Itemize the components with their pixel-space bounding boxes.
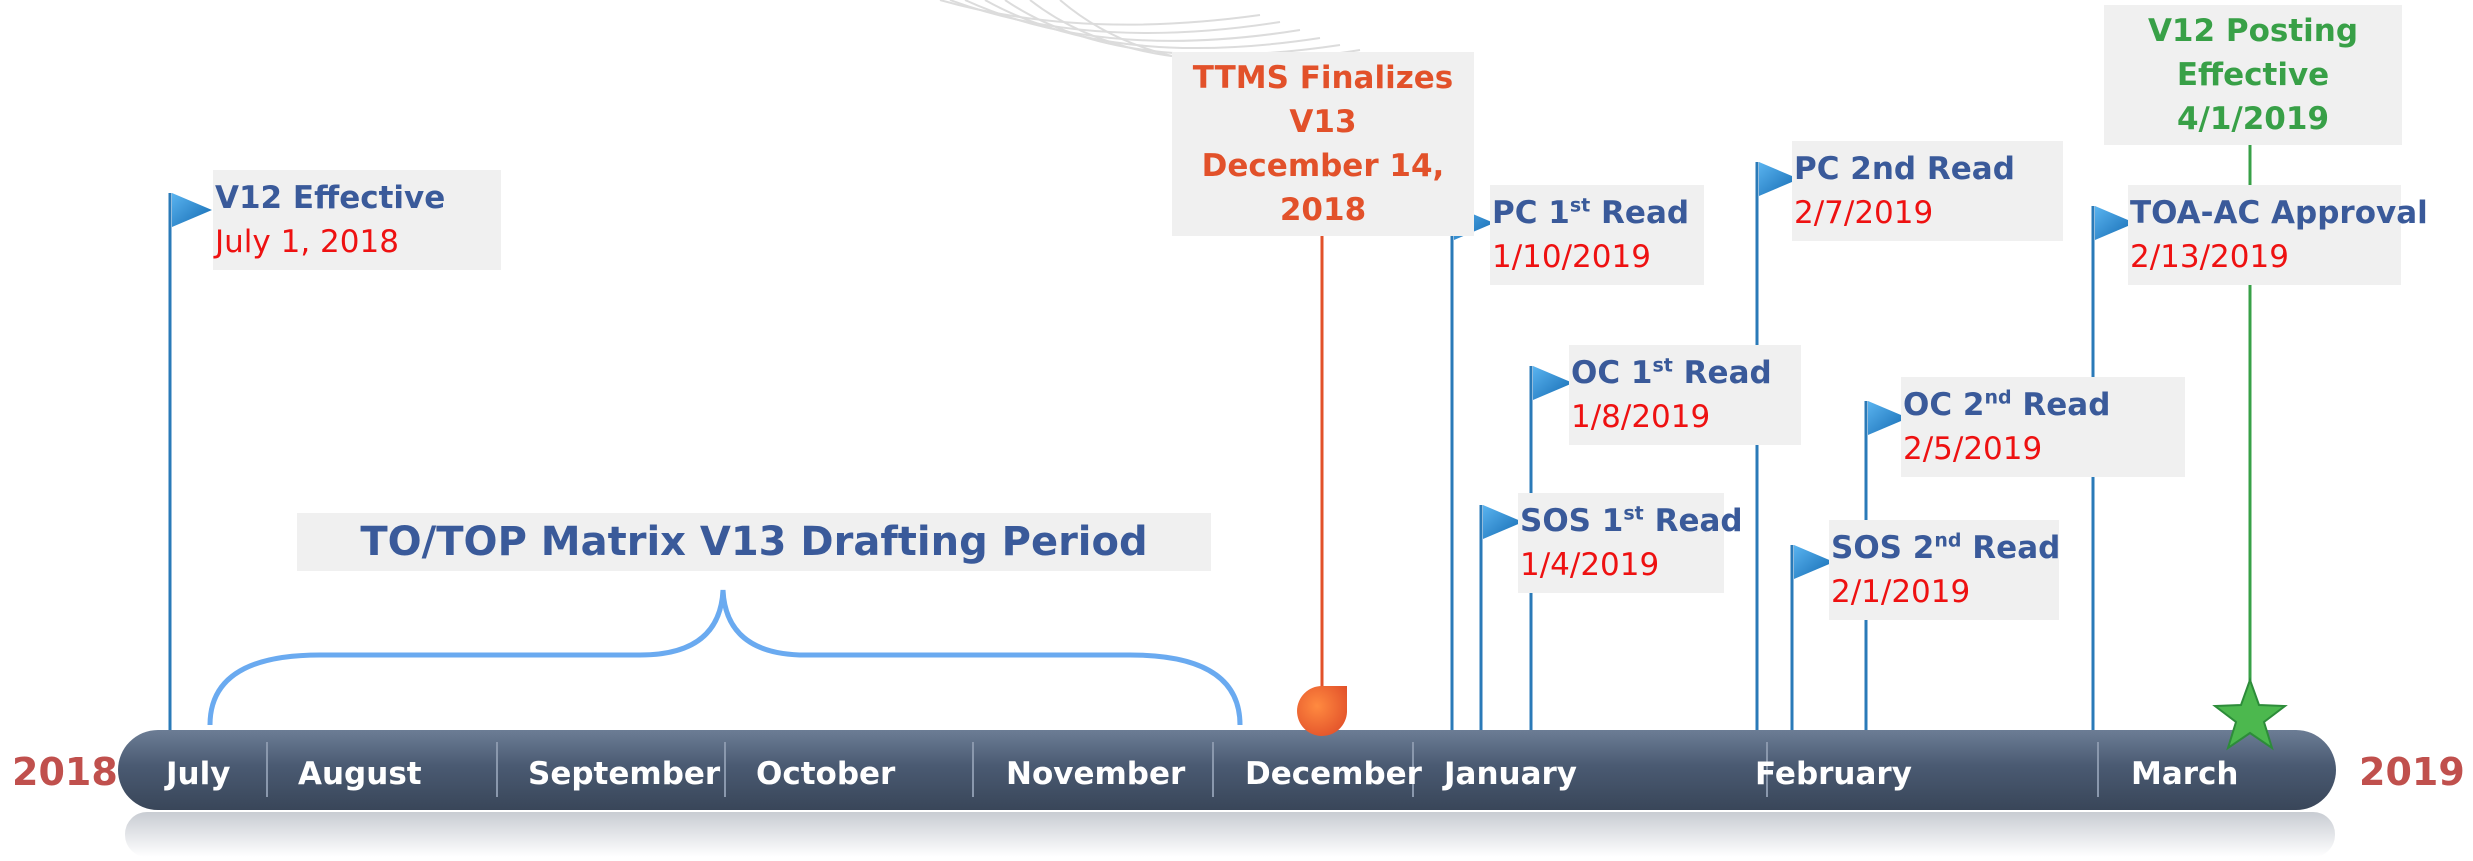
start-year: 2018: [12, 750, 118, 794]
milestone-v12-effective: V12 Effective July 1, 2018: [213, 170, 501, 270]
milestone-title: V12 Effective: [215, 180, 446, 216]
timeline-bar: [118, 730, 2336, 810]
milestone-sos-1st-read: SOS 1st Read 1/4/2019: [1518, 493, 1743, 593]
milestone-pc-2nd-read: PC 2nd Read 2/7/2019: [1792, 141, 2063, 241]
posting-star-icon: [2212, 677, 2288, 751]
milestone-toa-ac-approval: TOA-AC Approval 2/13/2019: [2128, 185, 2428, 285]
milestone-sos-2nd-read: SOS 2nd Read 2/1/2019: [1829, 520, 2061, 620]
flag-icon: [1483, 505, 1523, 539]
posting-label: V12 Posting Effective 4/1/2019: [2104, 5, 2402, 145]
flag-poles: [168, 162, 2095, 730]
posting-date: Effective 4/1/2019: [2176, 57, 2330, 137]
milestone-title: SOS 2nd Read: [1831, 529, 2061, 566]
flag-icon: [1759, 162, 1799, 196]
month-november: November: [1006, 756, 1186, 792]
end-year: 2019: [2359, 750, 2465, 794]
milestone-date: 2/1/2019: [1831, 574, 1971, 610]
milestone-oc-2nd-read: OC 2nd Read 2/5/2019: [1901, 377, 2185, 477]
milestone-date: 2/13/2019: [2130, 239, 2289, 275]
milestone-pc-1st-read: PC 1st Read 1/10/2019: [1490, 185, 1704, 285]
month-august: August: [298, 756, 422, 792]
milestone-title: PC 2nd Read: [1794, 151, 2015, 187]
milestone-title: PC 1st Read: [1492, 194, 1690, 231]
timeline-shadow: [125, 812, 2335, 857]
month-december: December: [1245, 756, 1422, 792]
milestone-date: 1/8/2019: [1571, 399, 1711, 435]
month-january: January: [1444, 756, 1578, 792]
flag-icon: [172, 193, 212, 227]
milestone-title: OC 2nd Read: [1903, 386, 2111, 423]
milestone-date: 1/4/2019: [1520, 547, 1660, 583]
ttms-title: TTMS Finalizes V13: [1192, 60, 1454, 140]
month-separators: [266, 742, 2099, 797]
posting-title: V12 Posting: [2147, 13, 2359, 49]
milestone-oc-1st-read: OC 1st Read 1/8/2019: [1569, 345, 1801, 445]
milestone-date: 2/7/2019: [1794, 195, 1934, 231]
decorative-arcs: [939, 0, 1381, 68]
month-october: October: [756, 756, 896, 792]
drafting-brace: [207, 589, 1243, 726]
milestone-title: OC 1st Read: [1571, 354, 1772, 391]
ttms-drop-marker: [1297, 686, 1347, 736]
milestone-date: 1/10/2019: [1492, 239, 1651, 275]
flag-icon: [1533, 366, 1573, 400]
flag-icon: [1868, 401, 1908, 435]
flag-icon: [2095, 206, 2135, 240]
month-february: February: [1755, 756, 1912, 792]
milestone-date: 2/5/2019: [1903, 431, 2043, 467]
month-march: March: [2131, 756, 2239, 792]
month-july: July: [166, 756, 231, 792]
milestone-title: TOA-AC Approval: [2130, 195, 2428, 231]
month-september: September: [528, 756, 721, 792]
ttms-date: December 14, 2018: [1201, 148, 1445, 228]
flag-icon: [1794, 545, 1834, 579]
drafting-period-label: TO/TOP Matrix V13 Drafting Period: [297, 513, 1211, 571]
milestone-title: SOS 1st Read: [1520, 502, 1743, 539]
ttms-label: TTMS Finalizes V13 December 14, 2018: [1172, 52, 1474, 236]
milestone-date: July 1, 2018: [215, 224, 399, 260]
